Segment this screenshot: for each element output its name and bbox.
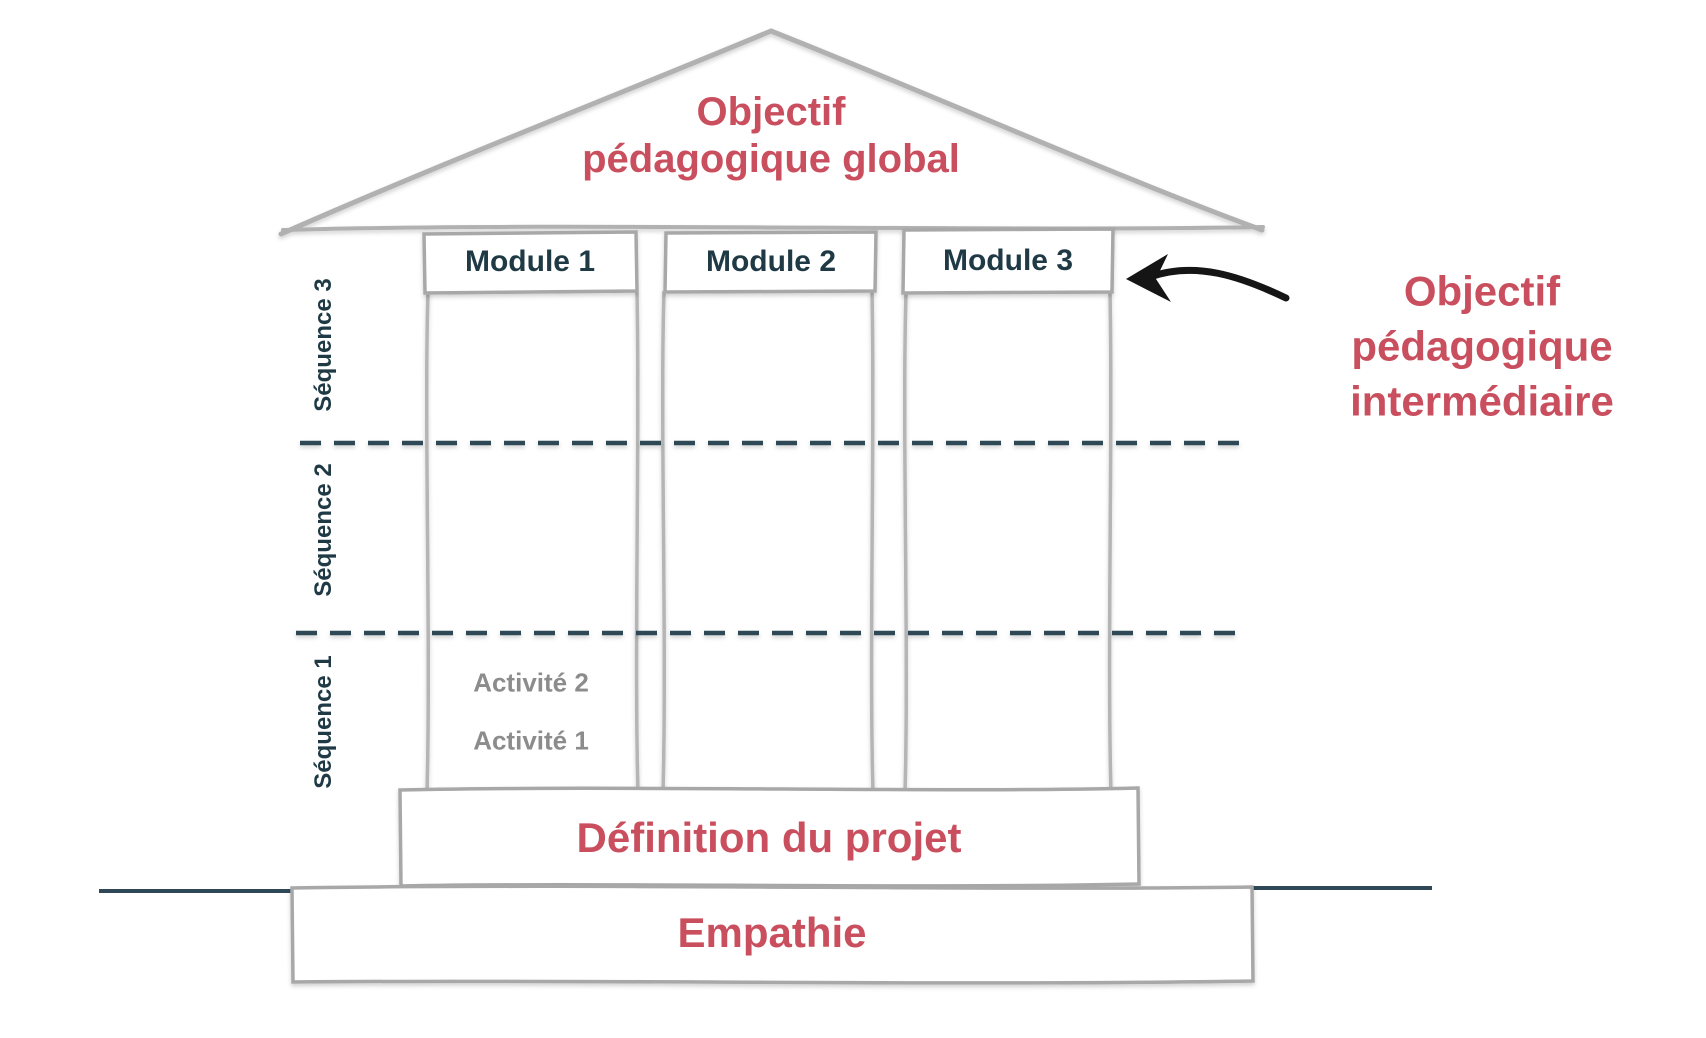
- columns: [424, 290, 1113, 793]
- module-2-label: Module 2: [705, 245, 837, 278]
- eave-line: [281, 224, 1265, 232]
- module-box-1: [422, 230, 639, 295]
- sequence-3-label: Séquence 3: [310, 278, 337, 412]
- definition-label: Définition du projet: [576, 814, 962, 861]
- sequence-1-label: Séquence 1: [310, 655, 337, 789]
- module-box-3: [901, 227, 1115, 295]
- foundation-box: [290, 884, 1255, 985]
- activity-2-label: Activité 2: [473, 667, 589, 698]
- roof-title: Objectif pédagogique global: [582, 90, 960, 181]
- column-line: [869, 290, 875, 793]
- module-1-label: Module 1: [464, 245, 596, 278]
- sequence-dividers: [296, 440, 1243, 636]
- module-3-label: Module 3: [942, 244, 1074, 277]
- definition-box: [398, 786, 1141, 888]
- sequence-2-label: Séquence 2: [310, 463, 337, 597]
- column-line: [634, 291, 640, 793]
- column-line: [902, 292, 909, 793]
- activity-1-label: Activité 1: [473, 725, 589, 756]
- module-boxes: [422, 227, 1115, 295]
- roof-outline: [278, 28, 1265, 237]
- column-line: [1107, 292, 1113, 793]
- column-line: [424, 291, 431, 793]
- curved-left-arrow-icon: [1126, 254, 1290, 302]
- column-line: [660, 290, 667, 793]
- intermediate-objective-annotation: Objectif pédagogique intermédiaire: [1350, 267, 1614, 425]
- module-box-2: [663, 230, 878, 294]
- foundation-label: Empathie: [677, 909, 867, 956]
